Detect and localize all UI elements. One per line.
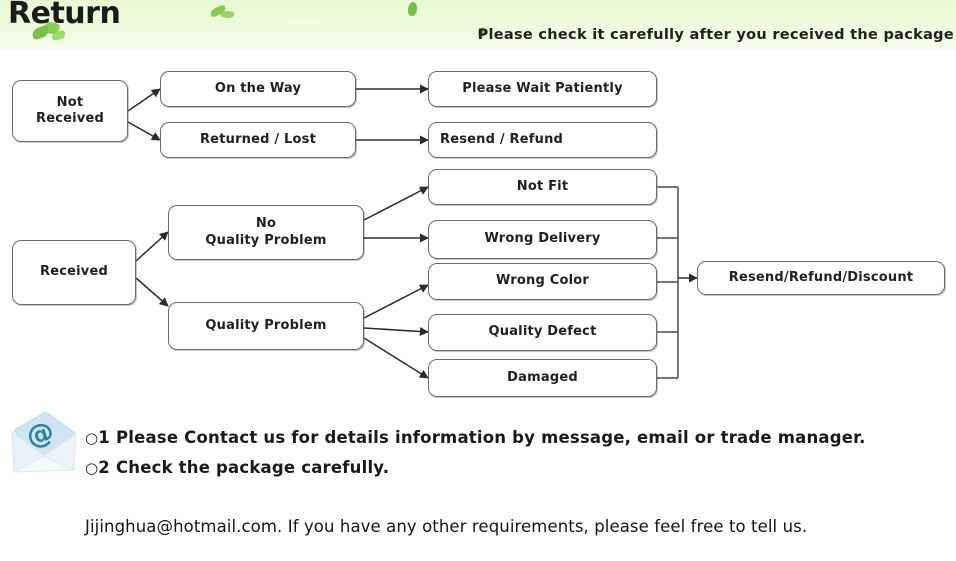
node-quality-defect[interactable]: Quality Defect bbox=[428, 314, 657, 351]
node-label: Damaged bbox=[507, 369, 578, 385]
flowchart-connectors bbox=[127, 84, 698, 379]
list-item: ○1 Please Contact us for details informa… bbox=[85, 423, 866, 453]
node-label: Please Wait Patiently bbox=[462, 80, 623, 96]
leaf-icon bbox=[220, 9, 235, 20]
node-damaged[interactable]: Damaged bbox=[428, 359, 657, 397]
node-label: Quality Problem bbox=[205, 317, 327, 333]
return-flowchart: Not Received On the Way Returned / Lost … bbox=[0, 50, 956, 405]
header-note: Please check it carefully after you rece… bbox=[477, 27, 954, 43]
node-on-the-way[interactable]: On the Way bbox=[160, 71, 356, 107]
list-item-number: 2 bbox=[98, 458, 110, 477]
node-label: Quality Defect bbox=[488, 324, 597, 340]
contact-section: @ ○1 Please Contact us for details infor… bbox=[0, 405, 956, 561]
node-received[interactable]: Received bbox=[12, 240, 136, 305]
list-item-text: Check the package carefully. bbox=[115, 458, 390, 477]
page-title: Return bbox=[8, 0, 121, 31]
list-item-text: Please Contact us for details informatio… bbox=[115, 428, 866, 447]
node-no-quality-problem[interactable]: No Quality Problem bbox=[168, 205, 364, 260]
node-label: Not Received bbox=[35, 94, 104, 126]
node-wrong-color[interactable]: Wrong Color bbox=[428, 263, 657, 300]
list-item-number: 1 bbox=[98, 428, 110, 447]
node-label: Resend/Refund/Discount bbox=[728, 269, 914, 285]
node-wrong-delivery[interactable]: Wrong Delivery bbox=[428, 220, 657, 259]
node-label: Not Fit bbox=[516, 178, 569, 194]
list-item: ○2 Check the package carefully. bbox=[85, 453, 866, 483]
leaf-icon bbox=[51, 30, 66, 41]
node-please-wait-patiently[interactable]: Please Wait Patiently bbox=[428, 71, 657, 107]
node-label: No Quality Problem bbox=[205, 216, 327, 248]
node-returned-lost[interactable]: Returned / Lost bbox=[160, 122, 356, 158]
node-resend-refund-discount[interactable]: Resend/Refund/Discount bbox=[697, 261, 945, 295]
node-resend-refund[interactable]: Resend / Refund bbox=[428, 122, 657, 158]
node-label: Received bbox=[39, 264, 108, 280]
node-label: On the Way bbox=[214, 80, 302, 96]
bullet-circle-icon: ○ bbox=[85, 459, 99, 477]
node-not-received[interactable]: Not Received bbox=[12, 80, 128, 142]
contact-notes-list: ○1 Please Contact us for details informa… bbox=[85, 423, 866, 483]
page-header: Return Please check it carefully after y… bbox=[0, 0, 956, 50]
node-quality-problem[interactable]: Quality Problem bbox=[168, 302, 364, 350]
contact-paragraph: Jijinghua@hotmail.com. If you have any o… bbox=[85, 517, 808, 536]
leaf-icon bbox=[407, 1, 418, 17]
node-label: Returned / Lost bbox=[199, 131, 317, 147]
node-label: Resend / Refund bbox=[440, 131, 564, 147]
email-envelope-icon: @ bbox=[11, 411, 77, 473]
leaf-icon bbox=[280, 22, 322, 32]
bullet-circle-icon: ○ bbox=[85, 429, 99, 447]
node-label: Wrong Color bbox=[495, 273, 589, 289]
node-label: Wrong Delivery bbox=[484, 231, 601, 247]
node-not-fit[interactable]: Not Fit bbox=[428, 169, 657, 205]
